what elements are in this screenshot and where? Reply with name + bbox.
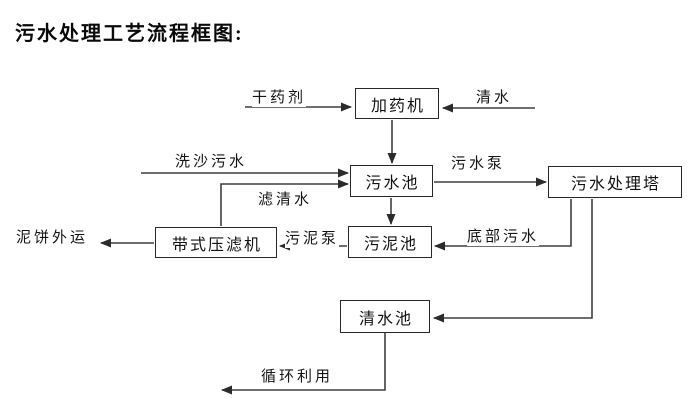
arrow-filtered-water-press-to-sewage-pool (220, 179, 349, 226)
arrow-recycling-out-of-clean-water-pool (221, 332, 386, 395)
edge-label-clean-water: 清水 (476, 86, 513, 107)
node-clean-water-pool: 清水池 (340, 300, 430, 333)
arrow-tower-to-clean-water-pool (433, 199, 593, 323)
node-belt-filter-press: 带式压滤机 (155, 227, 277, 258)
edge-label-sludge-pump: 污泥泵 (285, 227, 340, 248)
arrow-bottom-sewage-tower-to-sludge-pool (434, 199, 572, 251)
edge-label-recycling: 循环利用 (261, 365, 334, 386)
node-dosing-machine: 加药机 (355, 88, 439, 119)
edge-label-dry-agent: 干药剂 (252, 86, 307, 107)
node-sewage-pool: 污水池 (350, 165, 433, 197)
node-sludge-pool: 污泥池 (348, 226, 432, 258)
page-title: 污水处理工艺流程框图: (15, 23, 244, 45)
edge-label-bottom-sewage: 底部污水 (467, 225, 540, 246)
edge-label-sand-washing-sewage: 洗沙污水 (175, 150, 248, 171)
edge-label-filtered-water: 滤清水 (258, 188, 313, 209)
edge-label-mud-cake-outbound: 泥饼外运 (16, 226, 89, 247)
edge-label-sewage-pump: 污水泵 (451, 152, 506, 173)
node-sewage-treatment-tower: 污水处理塔 (548, 166, 682, 198)
